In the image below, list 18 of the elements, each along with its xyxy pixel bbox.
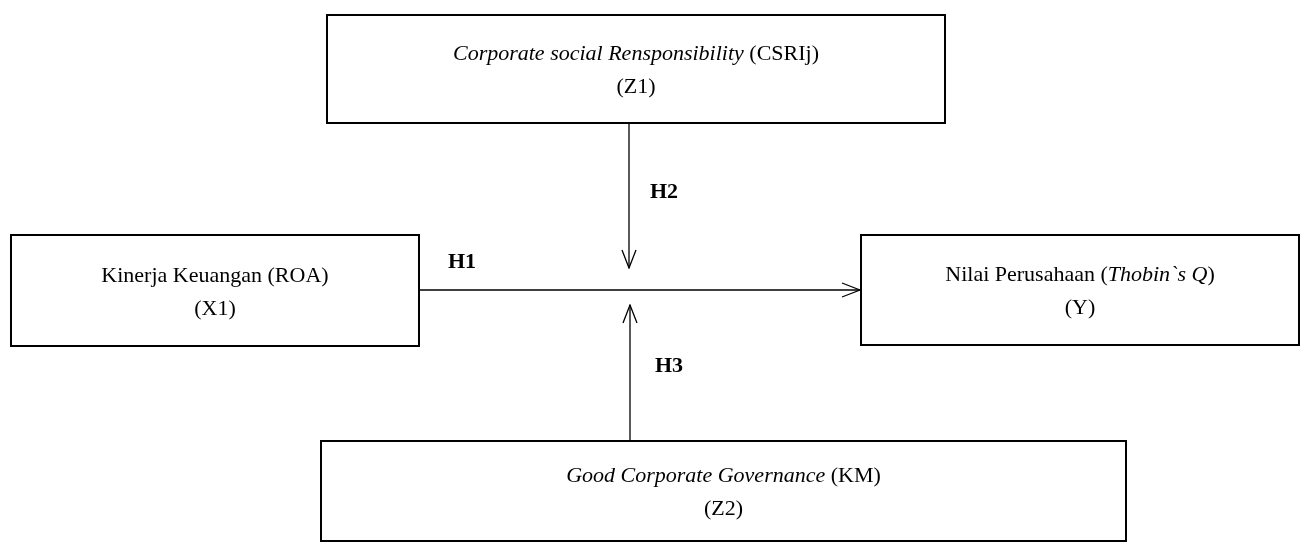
box-text: (Z1) — [616, 72, 656, 100]
box-text: (Y) — [1064, 293, 1096, 321]
variable-box — [326, 14, 946, 124]
box-text: (Z2) — [703, 494, 744, 522]
edge-label: H2 — [650, 180, 679, 202]
box-text: Kinerja Keuangan (ROA) — [101, 260, 329, 289]
box-text: (X1) — [194, 293, 236, 322]
box-text: Nilai Perusahaan (Thobin`s Q) — [945, 260, 1215, 288]
arrow — [621, 123, 637, 269]
edge-label: H1 — [448, 250, 477, 272]
variable-box — [320, 440, 1127, 542]
variable-box — [860, 234, 1300, 346]
edge-label: H3 — [655, 354, 684, 376]
variable-box — [10, 234, 420, 347]
arrow — [622, 304, 638, 441]
box-text: Corporate social Rensponsibility (CSRIj) — [452, 39, 820, 67]
box-text: Good Corporate Governance (KM) — [566, 461, 881, 489]
arrow — [419, 282, 861, 298]
